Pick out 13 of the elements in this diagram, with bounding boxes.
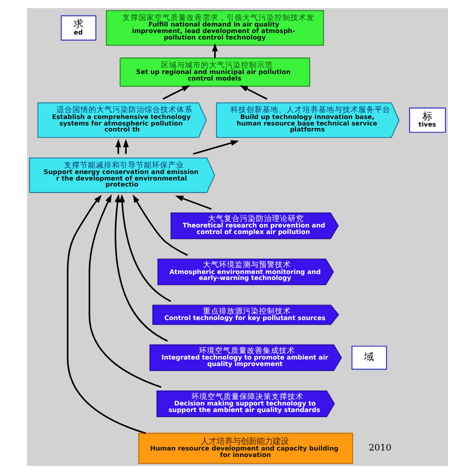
arrow (114, 194, 168, 342)
arrow (239, 85, 267, 100)
arrow (162, 85, 190, 100)
arrow (192, 140, 239, 155)
arrow (122, 138, 128, 154)
label: 2010 (368, 444, 392, 454)
arrow (174, 196, 212, 210)
arrow (114, 138, 121, 154)
arrow (66, 194, 146, 434)
arrow (132, 194, 188, 256)
node-box: 域 (350, 346, 386, 370)
arrow (88, 194, 161, 388)
arrow (118, 194, 171, 302)
